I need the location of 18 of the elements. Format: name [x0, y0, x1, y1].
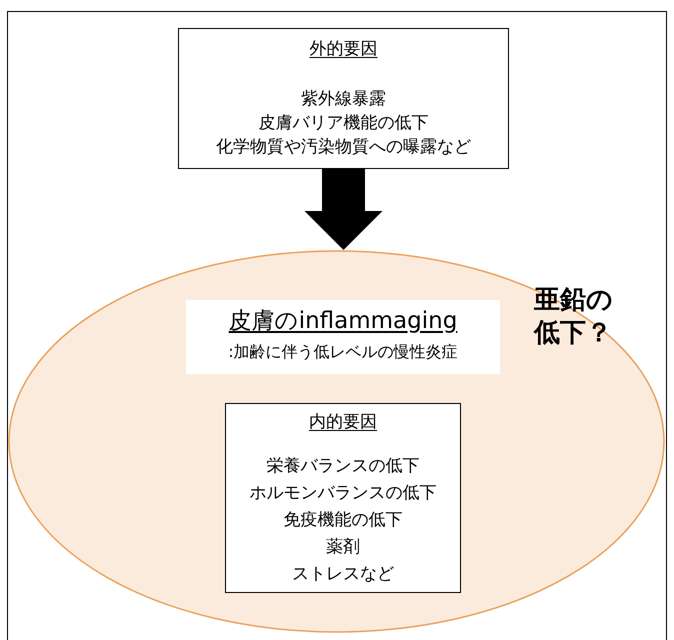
text-line: ホルモンバランスの低下: [248, 483, 438, 504]
heading: 外的要因: [308, 39, 378, 60]
text-line: 皮膚バリア機能の低下: [258, 113, 430, 134]
title-box: [186, 300, 500, 374]
heading: 内的要因: [308, 412, 378, 432]
text-line: ストレスなど: [291, 564, 395, 584]
text-line: 薬剤: [325, 537, 361, 558]
ellipse: [8, 250, 665, 633]
text-line: 免疫機能の低下: [282, 510, 404, 530]
text-line: 化学物質や汚染物質への曝露など: [215, 137, 472, 158]
factor-box: [178, 28, 509, 169]
text-line: 紫外線暴露: [300, 89, 387, 110]
factor-box: [225, 403, 461, 593]
text-line: 栄養バランスの低下: [266, 456, 420, 476]
arrow: [304, 169, 382, 250]
question-note: 亜鉛の低下？: [534, 284, 614, 349]
heading: 皮膚のinflammaging: [228, 308, 458, 336]
text-line: :加齢に伴う低レベルの慢性炎症: [227, 342, 459, 362]
